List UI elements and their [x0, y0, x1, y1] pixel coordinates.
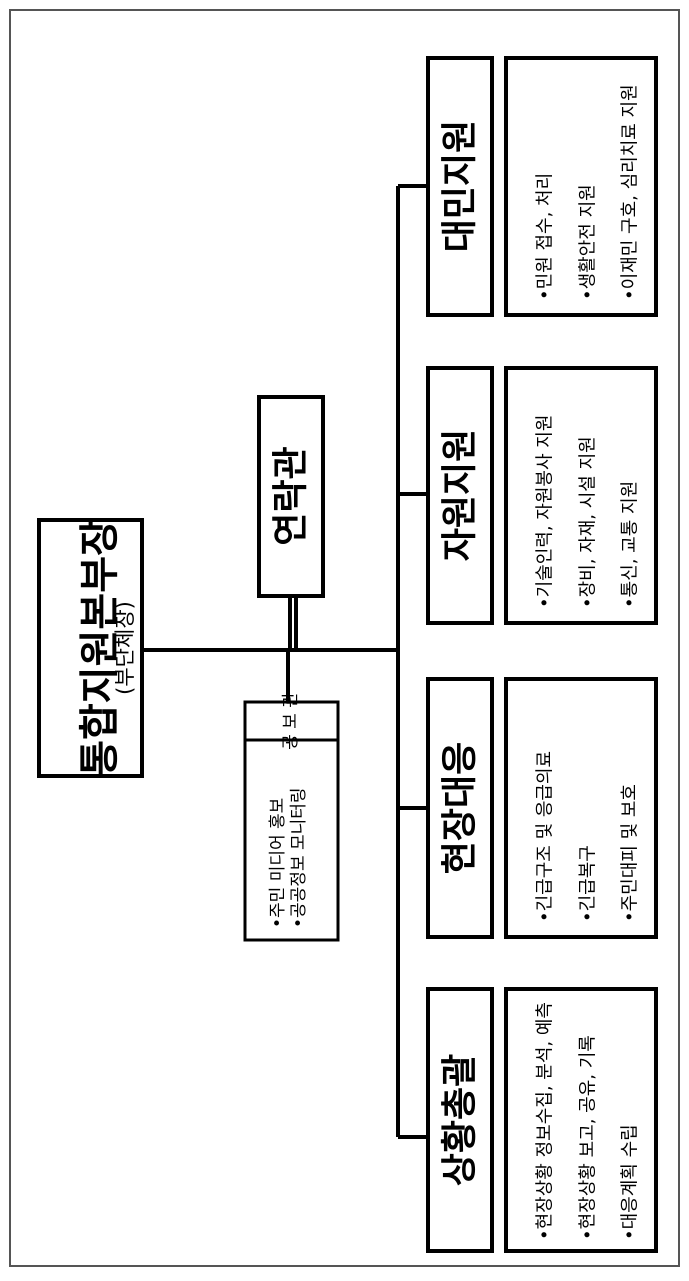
- liaison-box-frame: [257, 395, 325, 598]
- pr-officer-item: •주민 미디어 홍보: [268, 798, 288, 928]
- head-title: 통합지원본부장: [77, 519, 123, 777]
- division-duty-item: •생활안전 지원: [578, 184, 599, 300]
- division-title: 현장대응: [440, 742, 481, 874]
- division-duty-item: •민원 접수, 처리: [535, 173, 556, 300]
- division-resource-support: 자원지원 •기술인력, 자원봉사 지원 •장비, 자재, 시설 지원 •통신, …: [426, 366, 658, 625]
- division-duty-item: •기술인력, 자원봉사 지원: [535, 415, 556, 608]
- head-subtitle: (부단체장): [113, 601, 137, 695]
- division-duties-box: [504, 677, 658, 939]
- division-field-response: 현장대응 •긴급구조 및 응급의료 •긴급복구 •주민대피 및 보호: [426, 677, 658, 939]
- pr-officer-title: 공 보 관: [281, 692, 301, 750]
- division-duty-item: •현장상황 정보수집, 분석, 예측: [535, 1002, 556, 1240]
- division-title-box: [426, 366, 494, 625]
- division-title: 대민지원: [440, 120, 481, 252]
- outer-frame: [9, 9, 680, 1267]
- division-duty-item: •이재민 구호, 심리치료 지원: [620, 84, 641, 300]
- division-duties-box: [504, 987, 658, 1253]
- division-title-box: [426, 56, 494, 317]
- division-situation-control: 상황총괄 •현장상황 정보수집, 분석, 예측 •현장상황 보고, 공유, 기록…: [426, 987, 658, 1253]
- division-title: 상황총괄: [440, 1054, 481, 1186]
- division-duty-item: •현장상황 보고, 공유, 기록: [578, 1035, 599, 1240]
- division-duty-item: •긴급복구: [578, 845, 599, 922]
- division-duty-item: •주민대피 및 보호: [620, 784, 641, 922]
- division-duty-item: •대응계획 수립: [620, 1124, 641, 1240]
- division-duties-box: [504, 56, 658, 317]
- pr-officer-frame: [243, 700, 340, 942]
- liaison-box: 연락관: [257, 395, 325, 598]
- division-civil-support: 대민지원 •민원 접수, 처리 •생활안전 지원 •이재민 구호, 심리치료 지…: [426, 56, 658, 317]
- pr-officer-box: 공 보 관 •주민 미디어 홍보 •공공정보 모니터링: [243, 692, 340, 942]
- division-duty-item: •장비, 자재, 시설 지원: [578, 436, 599, 608]
- division-title: 자원지원: [440, 429, 481, 561]
- connector-lines: [142, 184, 428, 1139]
- division-duties-box: [504, 366, 658, 625]
- division-duty-item: •통신, 교통 지원: [620, 481, 641, 608]
- division-title-box: [426, 677, 494, 939]
- division-title-box: [426, 987, 494, 1253]
- head-box-frame: [37, 518, 144, 778]
- liaison-title: 연락관: [271, 446, 312, 545]
- head-box: 통합지원본부장 (부단체장): [37, 518, 144, 778]
- pr-officer-item: •공공정보 모니터링: [289, 787, 309, 928]
- division-duty-item: •긴급구조 및 응급의료: [535, 751, 556, 922]
